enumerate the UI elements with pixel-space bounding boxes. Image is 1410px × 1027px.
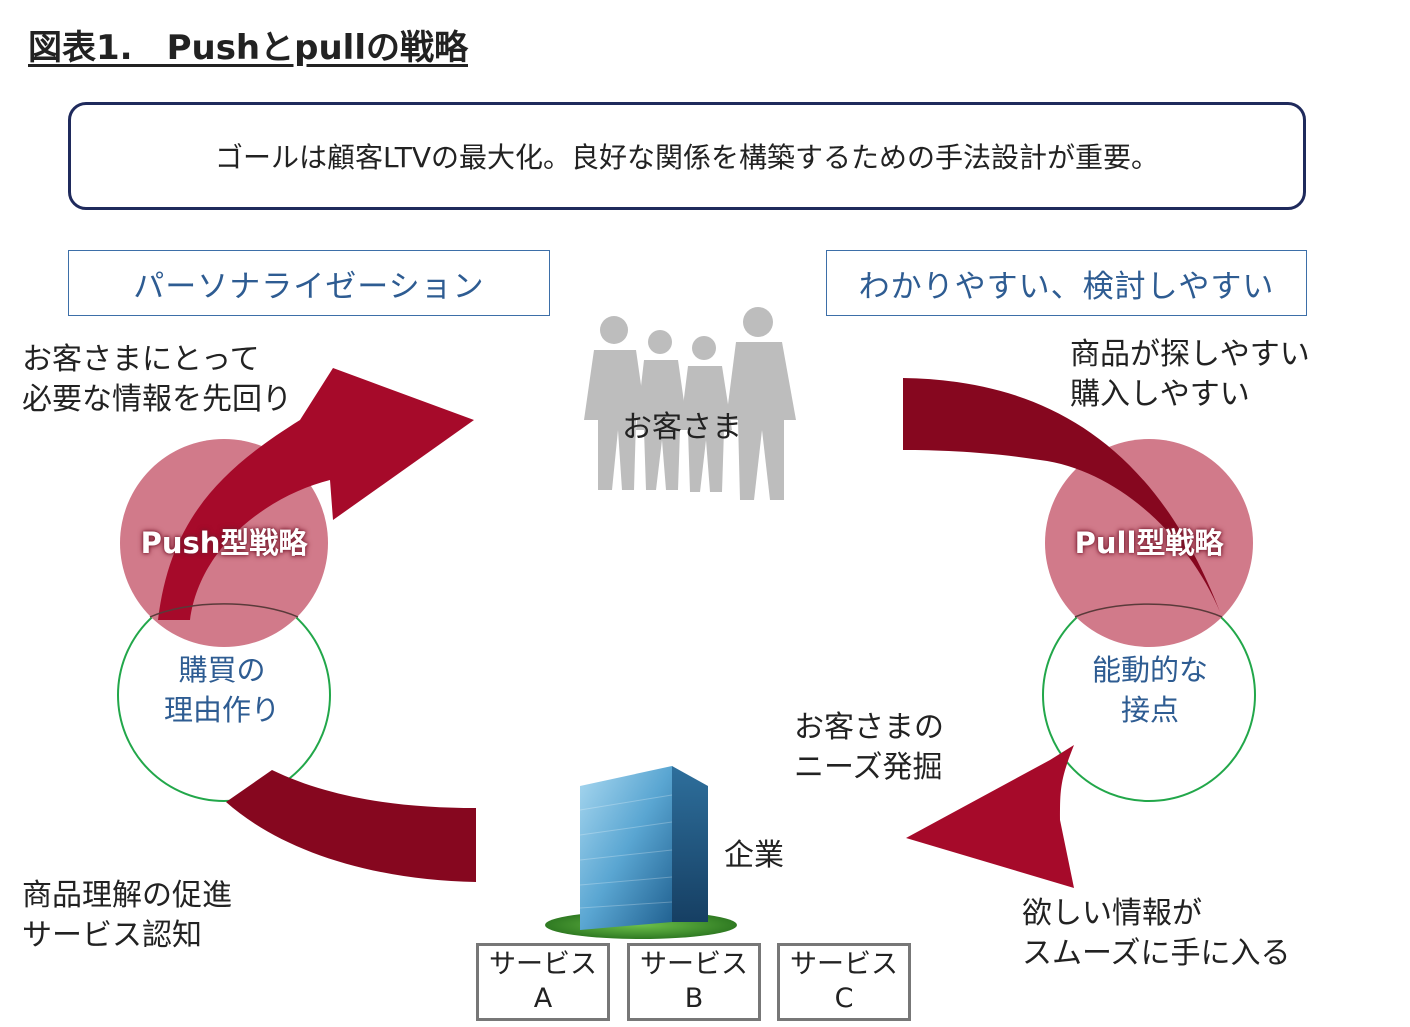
header-personalization-label: パーソナライゼーション	[133, 268, 485, 305]
push-sub-label: 購買の 理由作り	[163, 653, 281, 727]
header-easy-label: わかりやすい、検討しやすい	[858, 268, 1275, 305]
service-box-c: サービス C	[777, 943, 911, 1021]
goal-text: ゴールは顧客LTVの最大化。良好な関係を構築するための手法設計が重要。	[214, 141, 1159, 174]
push-circle-arc	[149, 603, 299, 618]
pull-circle-arc	[1074, 603, 1223, 618]
service-letter: A	[533, 983, 553, 1014]
pull-strategy-label: Pull型戦略	[1074, 526, 1224, 560]
push-strategy-label: Push型戦略	[140, 526, 308, 560]
page-title: 図表1. Pushとpullの戦略	[28, 28, 468, 68]
understanding-label: 商品理解の促進 サービス認知	[22, 878, 232, 953]
service-name: サービス	[489, 949, 597, 980]
needs-label: お客さまの ニーズ発掘	[794, 710, 944, 785]
header-personalization: パーソナライゼーション	[68, 250, 550, 316]
pull-sub-label: 能動的な 接点	[1091, 653, 1209, 727]
header-easy-to-consider: わかりやすい、検討しやすい	[826, 250, 1307, 316]
company-label: 企業	[724, 838, 784, 873]
goal-box: ゴールは顧客LTVの最大化。良好な関係を構築するための手法設計が重要。	[68, 102, 1306, 210]
push-note: お客さまにとって 必要な情報を先回り	[22, 342, 292, 417]
service-letter: B	[684, 983, 704, 1014]
pull-arrow	[903, 378, 1220, 612]
smooth-info-label: 欲しい情報が スムーズに手に入る	[1022, 896, 1291, 971]
customers-silhouette-icon	[584, 307, 796, 500]
service-name: サービス	[640, 949, 748, 980]
lower-right-arrow	[906, 745, 1074, 888]
lower-left-arrow	[226, 770, 476, 882]
pull-strategy-circle	[1045, 439, 1253, 647]
customers-label: お客さま	[622, 410, 742, 445]
push-arrow	[158, 368, 474, 620]
service-letter: C	[834, 983, 854, 1014]
service-box-a: サービス A	[476, 943, 610, 1021]
service-box-b: サービス B	[627, 943, 761, 1021]
service-name: サービス	[790, 949, 898, 980]
pull-note: 商品が探しやすい 購入しやすい	[1070, 337, 1310, 412]
company-building-icon	[545, 766, 737, 939]
